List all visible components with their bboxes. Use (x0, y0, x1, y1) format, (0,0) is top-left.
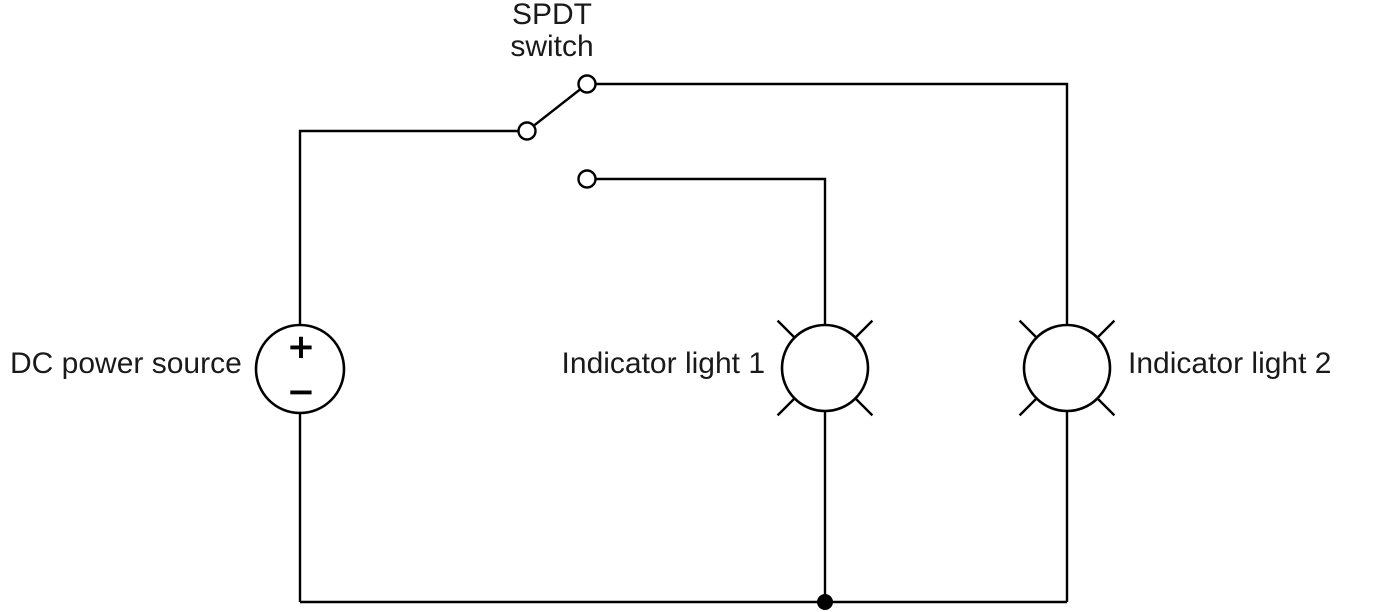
lamp1-circle (780, 323, 870, 413)
spdt-switch-label-line1: SPDT (512, 0, 592, 31)
wire-throw2-to-lamp1 (587, 177, 827, 325)
switch-common-contact (517, 121, 537, 141)
indicator-light-1 (776, 319, 874, 417)
labels: SPDT switch DC power source Indicator li… (10, 0, 1331, 380)
indicator-light-2 (1018, 319, 1116, 417)
dc-source-circle (254, 323, 346, 415)
dc-power-source: + − (254, 323, 346, 415)
indicator-light-1-label: Indicator light 1 (562, 347, 765, 380)
spdt-switch-label-line2: switch (510, 30, 593, 63)
wire-top-rail (587, 82, 1069, 325)
wire-common-left (298, 129, 527, 325)
switch-throw1-contact (577, 74, 597, 94)
junction-dot (817, 594, 833, 610)
wires (298, 82, 1069, 604)
switch-throw2-contact (577, 169, 597, 189)
switch-blade (526, 83, 588, 132)
lamp1-rays-icon (776, 319, 874, 417)
spdt-switch (517, 74, 597, 189)
minus-icon: − (287, 372, 316, 412)
dc-power-source-label: DC power source (10, 347, 242, 380)
indicator-light-2-label: Indicator light 2 (1128, 347, 1331, 380)
lamp2-rays-icon (1018, 319, 1116, 417)
plus-icon: + (287, 327, 316, 367)
lamp2-circle (1022, 323, 1112, 413)
